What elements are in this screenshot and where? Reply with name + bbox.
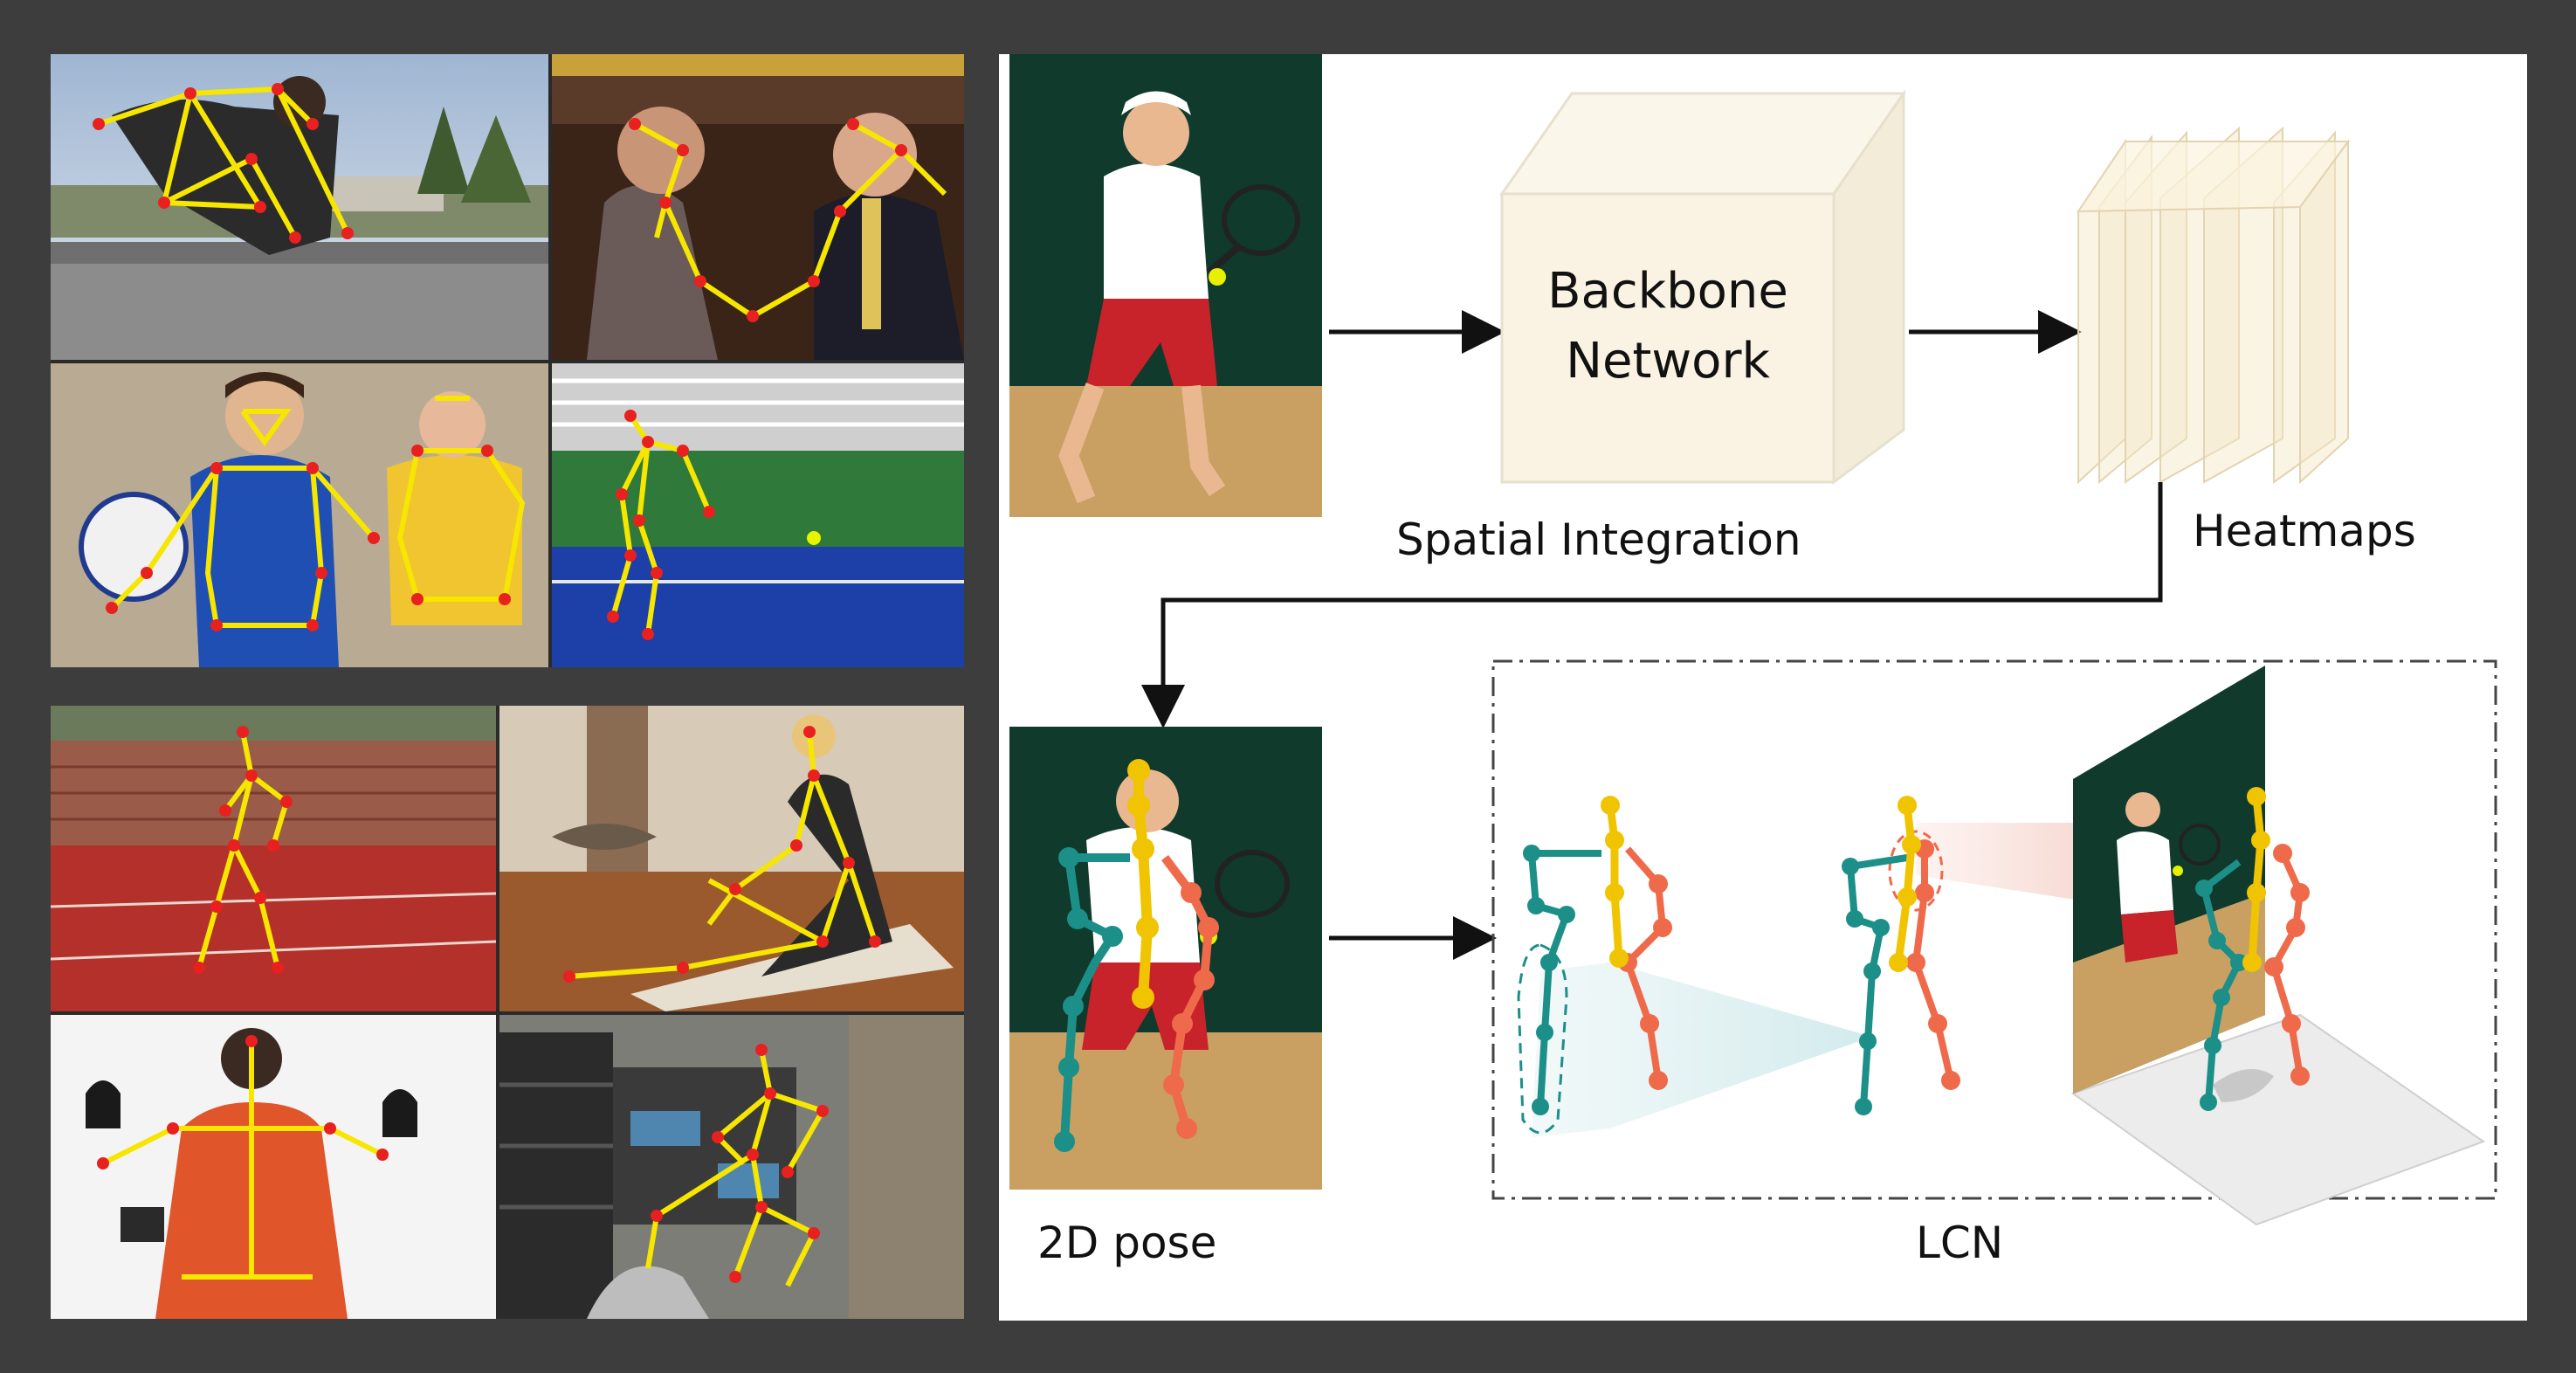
pose-gallery-top	[51, 54, 964, 667]
backbone-label-line2: Network	[1566, 333, 1770, 390]
teal-projection-cone	[1532, 962, 1872, 1137]
pipeline-panel: Backbone Network	[999, 54, 2527, 1321]
lcn-skeleton-c	[2195, 787, 2310, 1111]
spatial-integration-label: Spatial Integration	[1396, 514, 1801, 565]
lcn-label: LCN	[1916, 1218, 2004, 1268]
backbone-label-line1: Backbone	[1547, 263, 1788, 320]
skier-photo	[51, 1015, 496, 1319]
backbone-network-box: Backbone Network	[1499, 89, 1906, 485]
heatmaps-label: Heatmaps	[2193, 506, 2416, 556]
tennis-court-photo	[552, 363, 964, 667]
lcn-skeleton-a	[1517, 796, 1672, 1135]
runner-photo	[51, 706, 496, 1011]
arrow-to-2d-pose	[1141, 482, 2163, 728]
heatmaps-stack	[2077, 126, 2350, 485]
yoga-photo	[499, 706, 964, 1011]
soccer-photo	[51, 363, 548, 667]
pose2d-label: 2D pose	[1037, 1218, 1217, 1268]
pipeline-diagram: Backbone Network	[1009, 54, 2497, 1226]
pose2d-image	[1009, 727, 1322, 1190]
handshake-photo	[552, 54, 964, 360]
input-image	[1009, 54, 1322, 517]
garage-photo	[499, 1015, 964, 1319]
lcn-3d-scene	[2070, 666, 2486, 1226]
pose-gallery-bottom	[51, 706, 964, 1319]
skateboarder-photo	[51, 54, 548, 360]
lcn-skeleton-b	[1842, 796, 1960, 1115]
